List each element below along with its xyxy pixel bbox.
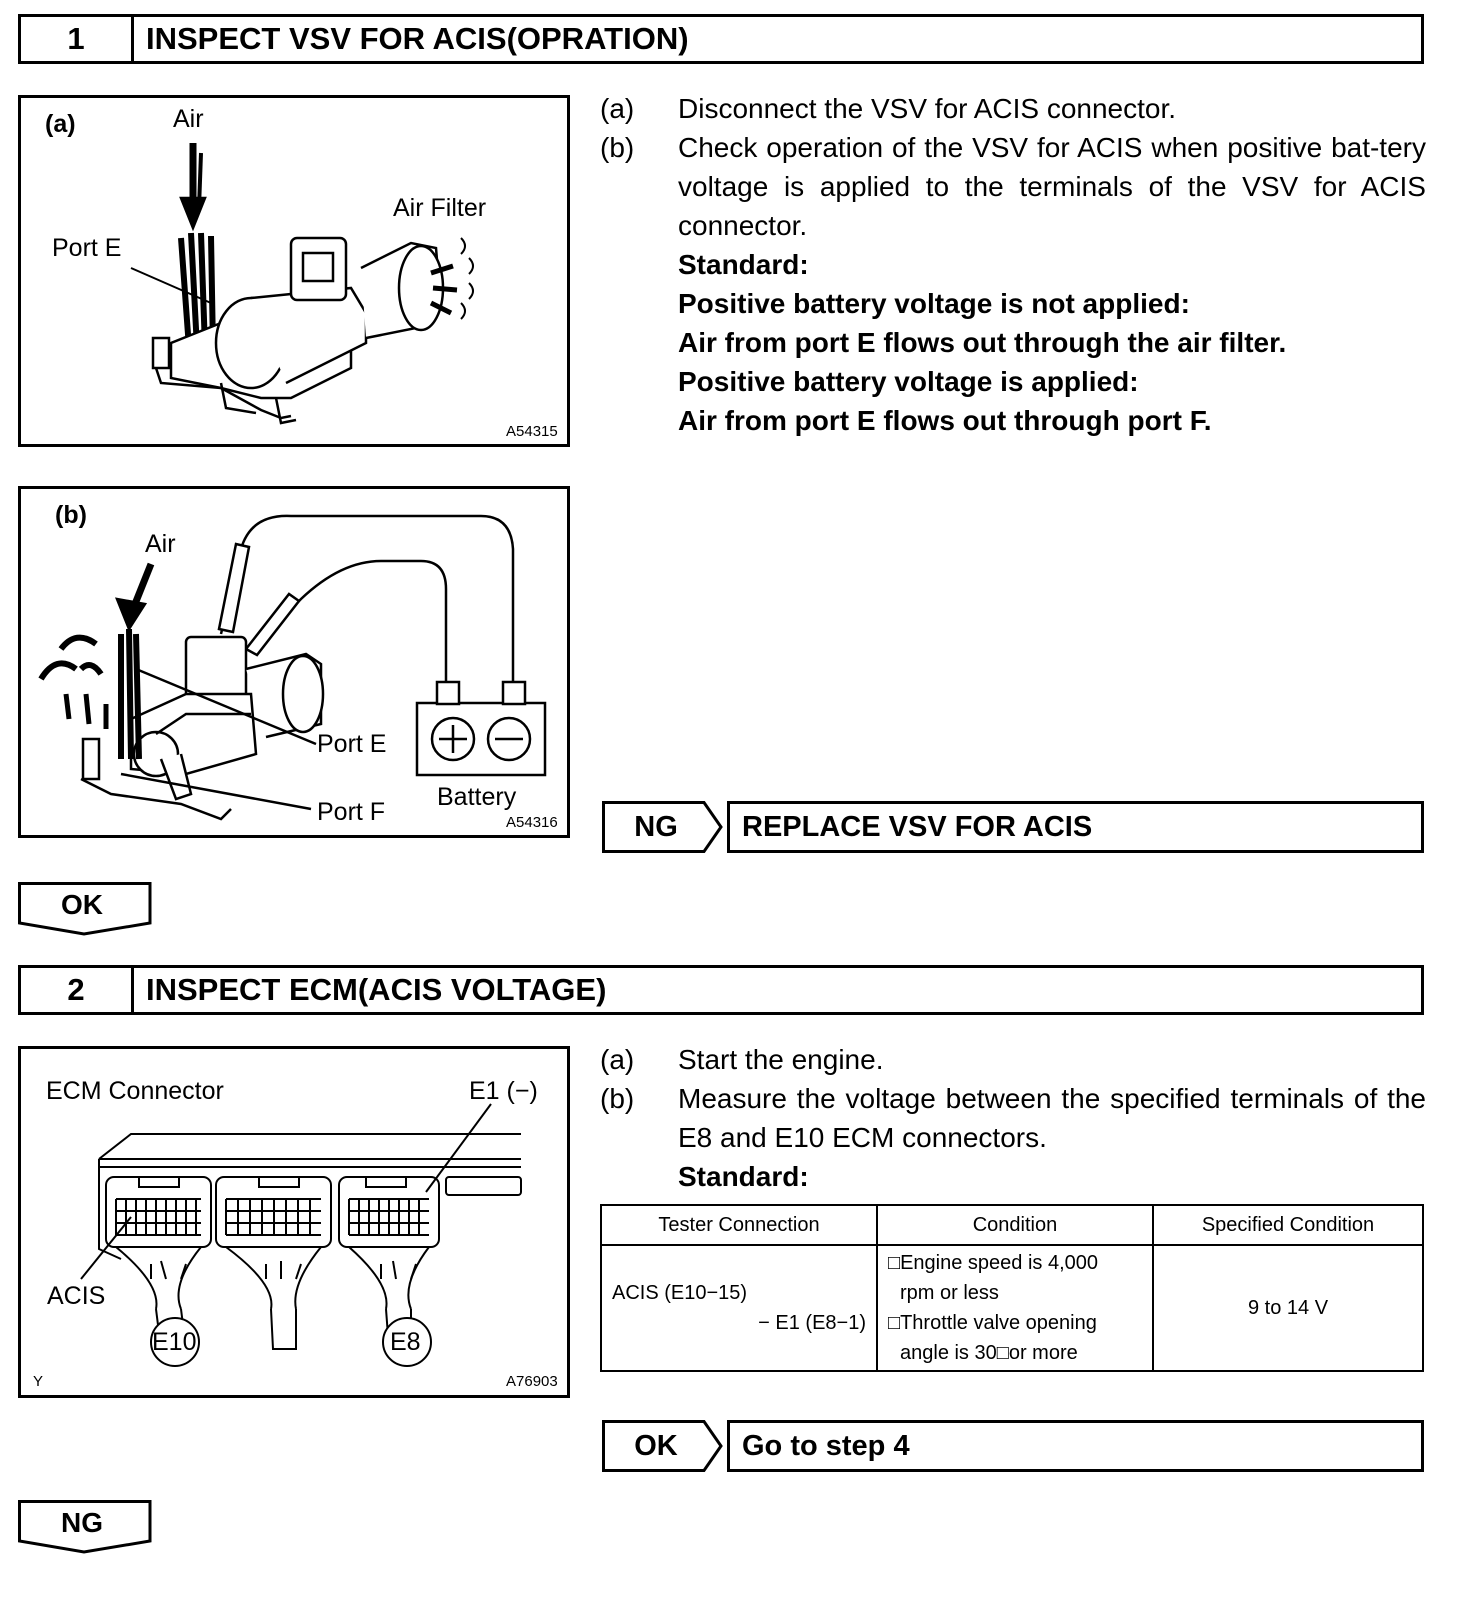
ok-result-box: Go to step 4	[727, 1420, 1424, 1472]
right-arrow-tag-shape	[602, 801, 723, 853]
item-label: (b)	[600, 132, 635, 163]
standard-line: Positive battery voltage is applied:	[678, 366, 1139, 397]
item-label: (b)	[600, 1083, 635, 1114]
standard-line: Air from port E flows out through the ai…	[678, 327, 1287, 358]
ng-result-box: REPLACE VSV FOR ACIS	[727, 801, 1424, 853]
figure-code: A76903	[506, 1373, 558, 1390]
tester-connection-line: − E1 (E8−1)	[758, 1312, 866, 1334]
item-text: Start the engine.	[678, 1044, 884, 1075]
vsv-illustration-b	[38, 514, 547, 821]
ok-label: OK	[634, 1429, 678, 1462]
ecm-connector-illustration	[80, 1103, 522, 1367]
ng-label: NG	[634, 810, 678, 843]
ng-down-tag: NG	[18, 1500, 152, 1554]
tester-connection-cell: ACIS (E10−15) − E1 (E8−1)	[600, 1244, 878, 1372]
air-label: Air	[173, 105, 204, 133]
air-label: Air	[145, 530, 176, 558]
instruction-a: (a) Disconnect the VSV for ACIS connecto…	[600, 89, 1426, 128]
figure-vsv-air-filter: (a) Air Air Filter Port E A54315	[18, 95, 570, 447]
ng-label: NG	[61, 1507, 103, 1538]
ng-result-tag: NG	[602, 801, 724, 853]
condition-line: □Throttle valve opening	[888, 1312, 1097, 1334]
instruction-b: (b) Measure the voltage between the spec…	[600, 1079, 1426, 1157]
standard-line: Positive battery voltage is not applied:	[678, 288, 1190, 319]
port-e-label: Port E	[52, 234, 122, 262]
ok-down-tag: OK	[18, 882, 152, 936]
e1-label: E1 (−)	[469, 1077, 538, 1105]
step-1-header: 1 INSPECT VSV FOR ACIS(OPRATION)	[18, 14, 1424, 64]
figure-tag: (a)	[45, 110, 76, 138]
table-header-row: Tester Connection Condition Specified Co…	[600, 1204, 1424, 1246]
ecm-connector-title: ECM Connector	[46, 1077, 224, 1105]
table-row: ACIS (E10−15) − E1 (E8−1) □Engine speed …	[600, 1244, 1424, 1372]
table-header: Condition	[876, 1204, 1154, 1246]
figure-corner-mark: Y	[33, 1373, 44, 1390]
ok-label: OK	[61, 889, 103, 920]
condition-line: angle is 30□or more	[900, 1342, 1078, 1364]
item-label: (a)	[600, 93, 635, 124]
standard-line: Air from port E flows out through port F…	[678, 405, 1212, 436]
figure-code: A54316	[506, 814, 558, 831]
acis-label: ACIS	[47, 1282, 106, 1310]
standard-heading: Standard:	[678, 249, 809, 280]
item-text: Measure the voltage between the specifie…	[678, 1083, 1426, 1153]
step-title: INSPECT ECM(ACIS VOLTAGE)	[146, 972, 607, 1007]
port-f-label: Port F	[317, 798, 386, 826]
step-number: 1	[21, 17, 134, 61]
step-2-header: 2 INSPECT ECM(ACIS VOLTAGE)	[18, 965, 1424, 1015]
down-arrow-tag-shape	[18, 1500, 152, 1554]
table-header: Tester Connection	[600, 1204, 878, 1246]
condition-cell: □Engine speed is 4,000 rpm or less □Thro…	[876, 1244, 1154, 1372]
step-number: 2	[21, 968, 134, 1012]
instruction-b: (b) Check operation of the VSV for ACIS …	[600, 128, 1426, 245]
spec-table: Tester Connection Condition Specified Co…	[600, 1204, 1424, 1372]
air-filter-label: Air Filter	[393, 194, 487, 222]
item-text: Check operation of the VSV for ACIS when…	[678, 132, 1426, 241]
e8-label: E8	[390, 1328, 421, 1356]
condition-line: □Engine speed is 4,000	[888, 1252, 1099, 1274]
specified-condition-cell: 9 to 14 V	[1152, 1244, 1424, 1372]
port-e-label: Port E	[317, 730, 387, 758]
standard-heading: Standard:	[678, 1161, 809, 1192]
step-title: INSPECT VSV FOR ACIS(OPRATION)	[146, 21, 689, 56]
figure-tag: (b)	[55, 501, 87, 529]
tester-connection-line: ACIS (E10−15)	[612, 1282, 748, 1304]
right-arrow-tag-shape	[602, 1420, 723, 1472]
instruction-a: (a) Start the engine.	[600, 1040, 1426, 1079]
down-arrow-tag-shape	[18, 882, 152, 936]
battery-label: Battery	[437, 783, 517, 811]
table-header: Specified Condition	[1152, 1204, 1424, 1246]
figure-code: A54315	[506, 423, 558, 440]
e10-label: E10	[152, 1328, 197, 1356]
item-label: (a)	[600, 1044, 635, 1075]
vsv-illustration-a	[130, 143, 474, 425]
item-text: Disconnect the VSV for ACIS connector.	[678, 93, 1177, 124]
condition-line: rpm or less	[900, 1282, 999, 1304]
figure-vsv-battery: (b) Air Port E Port F Battery A54316	[18, 486, 570, 838]
ok-result-tag: OK	[602, 1420, 724, 1472]
figure-ecm-connector: ECM Connector E1 (−) ACIS E10 E8 Y A7690…	[18, 1046, 570, 1398]
